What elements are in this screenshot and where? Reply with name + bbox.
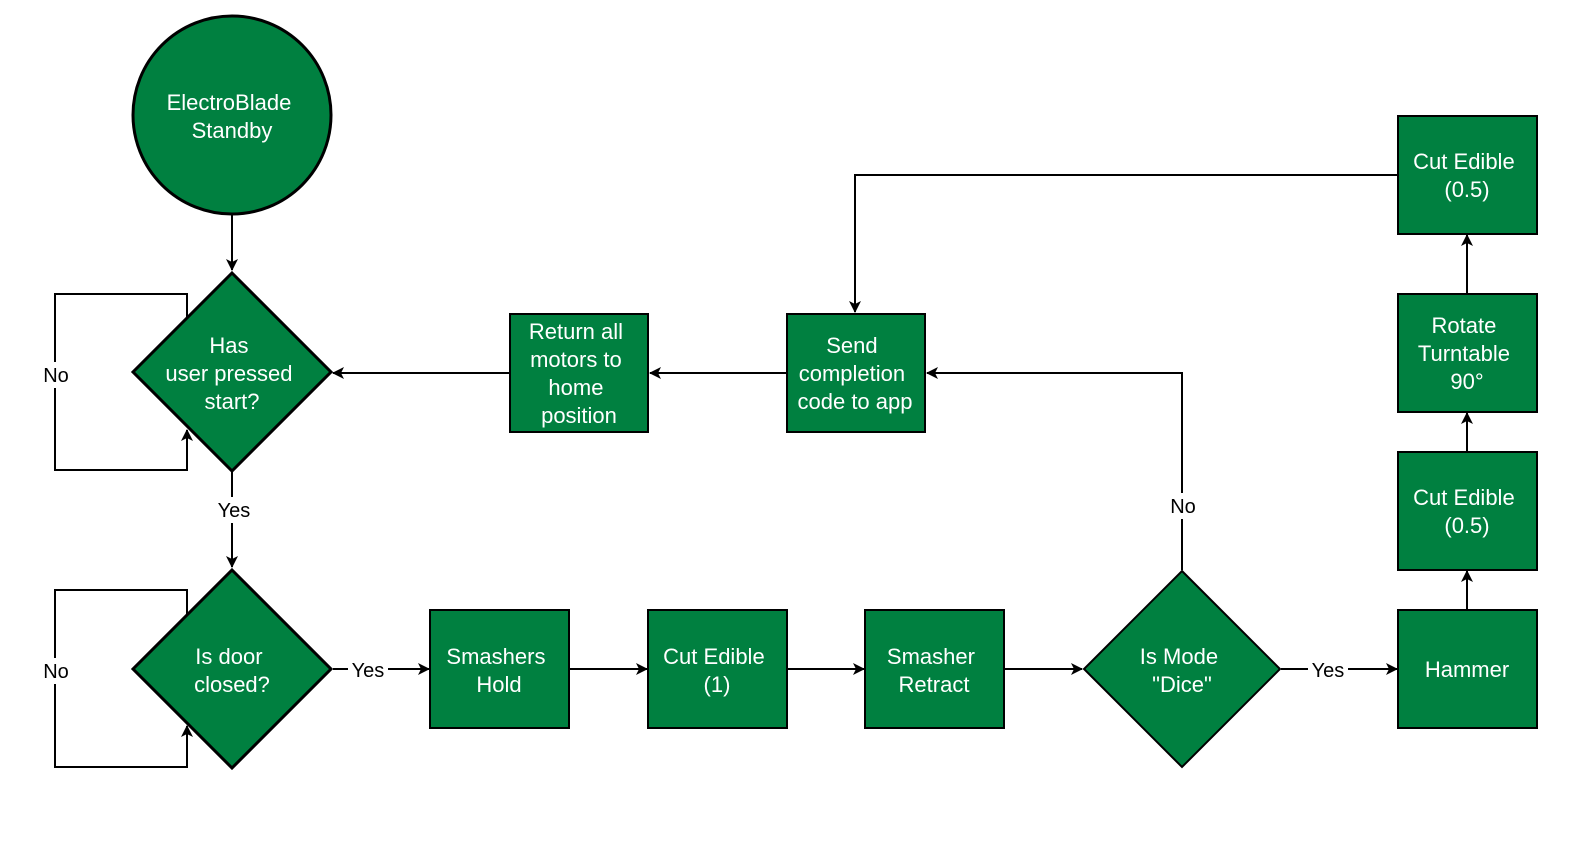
cut-half-a-line-1: Cut Edible [1413, 485, 1515, 510]
label-door-no-text: No [43, 661, 69, 683]
node-start-check: Has user pressed start? [130, 270, 334, 474]
label-mode-yes: Yes [1308, 657, 1348, 683]
node-return-home: Return all motors to home position [509, 313, 649, 433]
return-home-line-2: motors to [530, 347, 622, 372]
node-door-check: Is door closed? [130, 567, 334, 771]
node-cut-edible-half-b: Cut Edible (0.5) [1397, 115, 1538, 235]
label-start-yes: Yes [214, 497, 254, 523]
node-cut-edible-half-a: Cut Edible (0.5) [1397, 451, 1538, 571]
cut-1-line-2: (1) [704, 672, 731, 697]
label-door-yes-text: Yes [352, 660, 385, 682]
svg-text:Return all motors to: Return all motors to home position [529, 319, 629, 428]
label-start-yes-text: Yes [218, 500, 251, 522]
cut-half-b-line-1: Cut Edible [1413, 149, 1515, 174]
hammer-line-1: Hammer [1425, 657, 1509, 682]
edge-mode-check-no [926, 367, 1183, 570]
svg-text:Is door closed?: Is door closed? [194, 644, 270, 697]
label-mode-no-text: No [1170, 496, 1196, 518]
svg-text:Cut Edible (0.5): Cut Edible (0.5) [1413, 149, 1521, 202]
send-completion-line-3: code to app [798, 389, 913, 414]
svg-text:Send completion co: Send completion code to app [798, 333, 913, 414]
start-check-line-3: start? [204, 389, 259, 414]
svg-text:Smashers Hold: Smashers Hold [446, 644, 551, 697]
svg-text:ElectroBlade Standby: ElectroBlade Standby [167, 90, 298, 143]
mode-check-line-1: Is Mode [1140, 644, 1218, 669]
start-check-line-1: Has [209, 333, 248, 358]
label-start-no-text: No [43, 365, 69, 387]
mode-check-line-2: "Dice" [1152, 672, 1212, 697]
svg-text:Smasher Retract: Smasher Retract [887, 644, 981, 697]
smasher-retract-line-2: Retract [899, 672, 970, 697]
return-home-line-3: home [548, 375, 603, 400]
rotate-line-2: Turntable [1418, 341, 1510, 366]
rotate-line-1: Rotate [1432, 313, 1497, 338]
label-start-no: No [38, 362, 74, 388]
node-mode-check: Is Mode "Dice" [1082, 569, 1282, 769]
door-check-line-1: Is door [195, 644, 262, 669]
node-rotate-turntable: Rotate Turntable 90° [1397, 293, 1538, 413]
edge-labels: No Yes No Yes Yes No [38, 362, 1348, 684]
svg-text:Cut Edible (0.5): Cut Edible (0.5) [1413, 485, 1521, 538]
door-check-line-2: closed? [194, 672, 270, 697]
send-completion-line-1: Send [826, 333, 877, 358]
svg-text:Rotate Turntable 9: Rotate Turntable 90° [1418, 313, 1516, 394]
cut-half-b-line-2: (0.5) [1444, 177, 1489, 202]
start-check-line-2: user pressed [165, 361, 292, 386]
cut-half-a-line-2: (0.5) [1444, 513, 1489, 538]
node-cut-edible-1: Cut Edible (1) [647, 609, 788, 729]
smashers-hold-line-2: Hold [476, 672, 521, 697]
node-standby: ElectroBlade Standby [131, 14, 333, 216]
svg-text:Has user pressed s: Has user pressed start? [165, 333, 298, 414]
send-completion-line-2: completion [799, 361, 905, 386]
label-door-no: No [38, 658, 74, 684]
standby-line-2: Standby [192, 118, 273, 143]
return-home-line-4: position [541, 403, 617, 428]
cut-1-line-1: Cut Edible [663, 644, 765, 669]
svg-text:Cut Edible (1): Cut Edible (1) [663, 644, 771, 697]
return-home-line-1: Return all [529, 319, 623, 344]
label-door-yes: Yes [348, 657, 388, 683]
label-mode-yes-text: Yes [1312, 660, 1345, 682]
node-smasher-retract: Smasher Retract [864, 609, 1005, 729]
rotate-line-3: 90° [1450, 369, 1483, 394]
svg-text:Hammer: Hammer [1425, 657, 1509, 682]
edge-cut-half-b-to-send-completion [849, 174, 1397, 313]
node-send-completion: Send completion code to app [786, 313, 926, 433]
node-hammer: Hammer [1397, 609, 1538, 729]
smashers-hold-line-1: Smashers [446, 644, 545, 669]
svg-text:Is Mode "Dice": Is Mode "Dice" [1140, 644, 1224, 697]
smasher-retract-line-1: Smasher [887, 644, 975, 669]
node-smashers-hold: Smashers Hold [429, 609, 570, 729]
standby-line-1: ElectroBlade [167, 90, 292, 115]
label-mode-no: No [1165, 493, 1201, 519]
